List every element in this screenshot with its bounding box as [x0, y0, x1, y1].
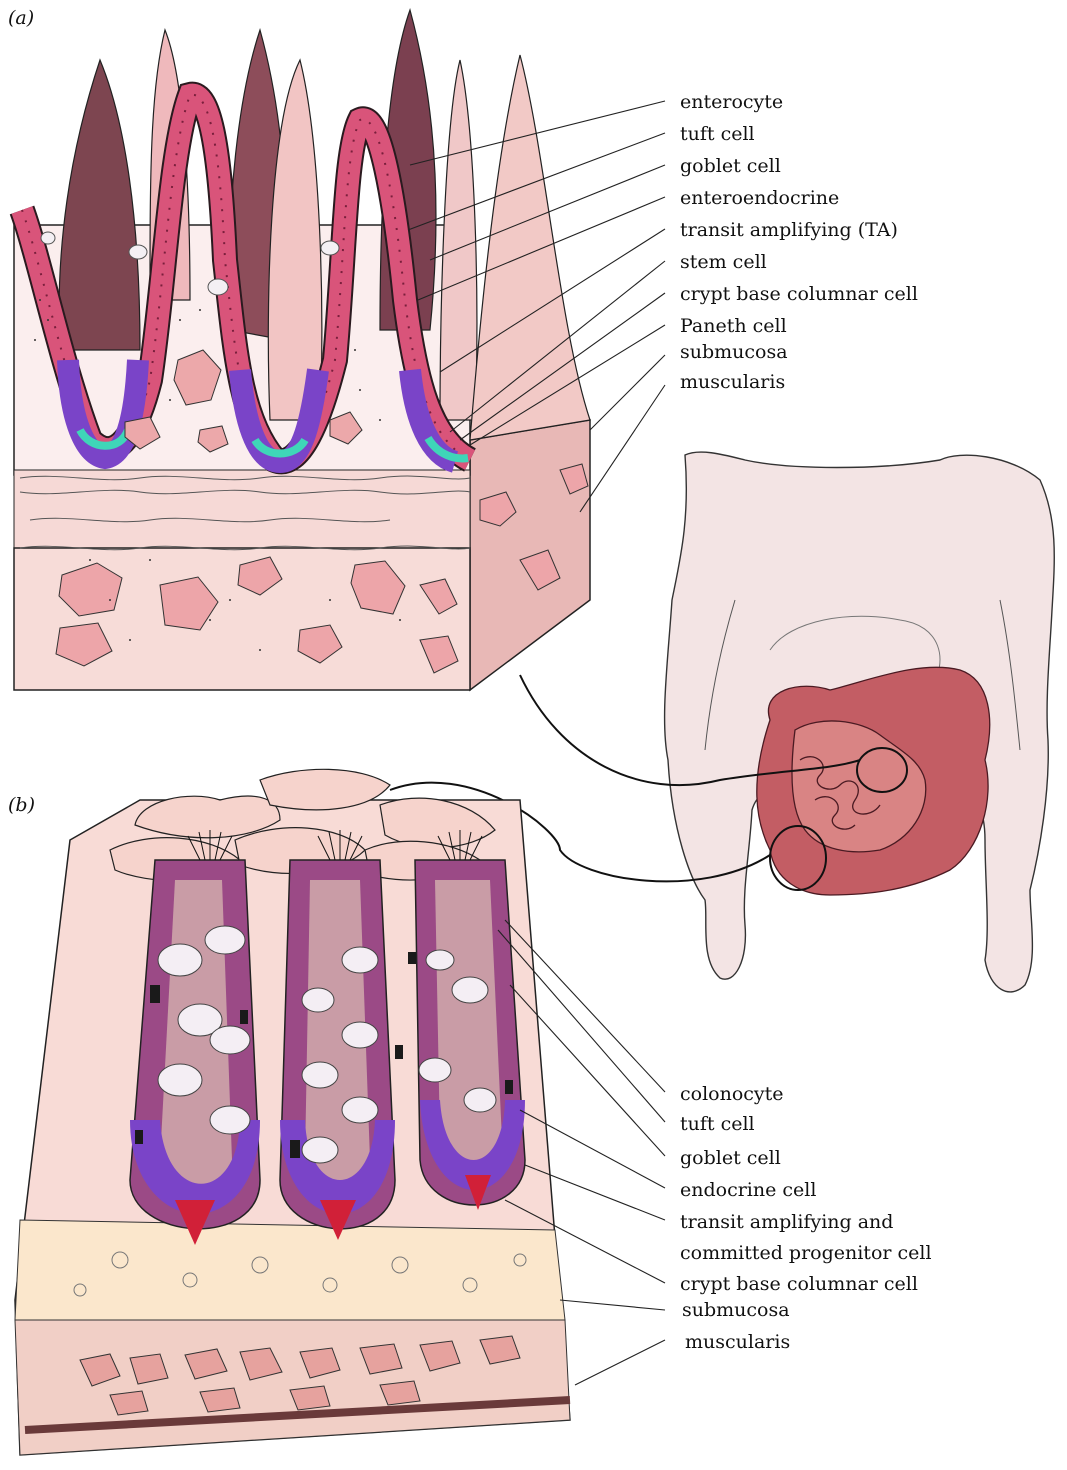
- label-goblet-cell-a: goblet cell: [680, 155, 781, 177]
- small-intestine-block: [14, 10, 590, 690]
- colon-submucosa: [15, 1220, 565, 1320]
- label-colonocyte: colonocyte: [680, 1083, 784, 1105]
- colon-crypts: [130, 860, 525, 1245]
- labels-panel-b: colonocyte tuft cell goblet cell endocri…: [680, 1083, 932, 1353]
- label-submucosa-b: submucosa: [682, 1299, 790, 1321]
- label-transit-amplifying: transit amplifying (TA): [680, 219, 898, 241]
- intestines: [757, 667, 990, 895]
- label-crypt-base-columnar-b: crypt base columnar cell: [680, 1273, 918, 1295]
- submucosa-front: [14, 470, 470, 550]
- panel-label-a: (a): [8, 7, 34, 29]
- labels-panel-a: enterocyte tuft cell goblet cell enteroe…: [680, 91, 918, 393]
- block-side-face: [470, 420, 590, 690]
- label-crypt-base-columnar-a: crypt base columnar cell: [680, 283, 918, 305]
- label-enterocyte: enterocyte: [680, 91, 783, 113]
- label-enteroendocrine: enteroendocrine: [680, 187, 839, 209]
- label-tuft-cell-a: tuft cell: [680, 123, 755, 145]
- label-committed-progenitor: committed progenitor cell: [680, 1242, 932, 1264]
- colon-block: [15, 769, 570, 1455]
- label-endocrine-cell: endocrine cell: [680, 1179, 816, 1201]
- panel-label-b: (b): [8, 794, 35, 816]
- label-muscularis-a: muscularis: [680, 371, 785, 393]
- label-muscularis-b: muscularis: [685, 1331, 790, 1353]
- label-paneth-cell: Paneth cell: [680, 315, 787, 337]
- label-stem-cell: stem cell: [680, 251, 767, 273]
- label-goblet-cell-b: goblet cell: [680, 1147, 781, 1169]
- label-tuft-cell-b: tuft cell: [680, 1113, 755, 1135]
- label-submucosa-a: submucosa: [680, 341, 788, 363]
- label-transit-amplifying-and: transit amplifying and: [680, 1211, 893, 1233]
